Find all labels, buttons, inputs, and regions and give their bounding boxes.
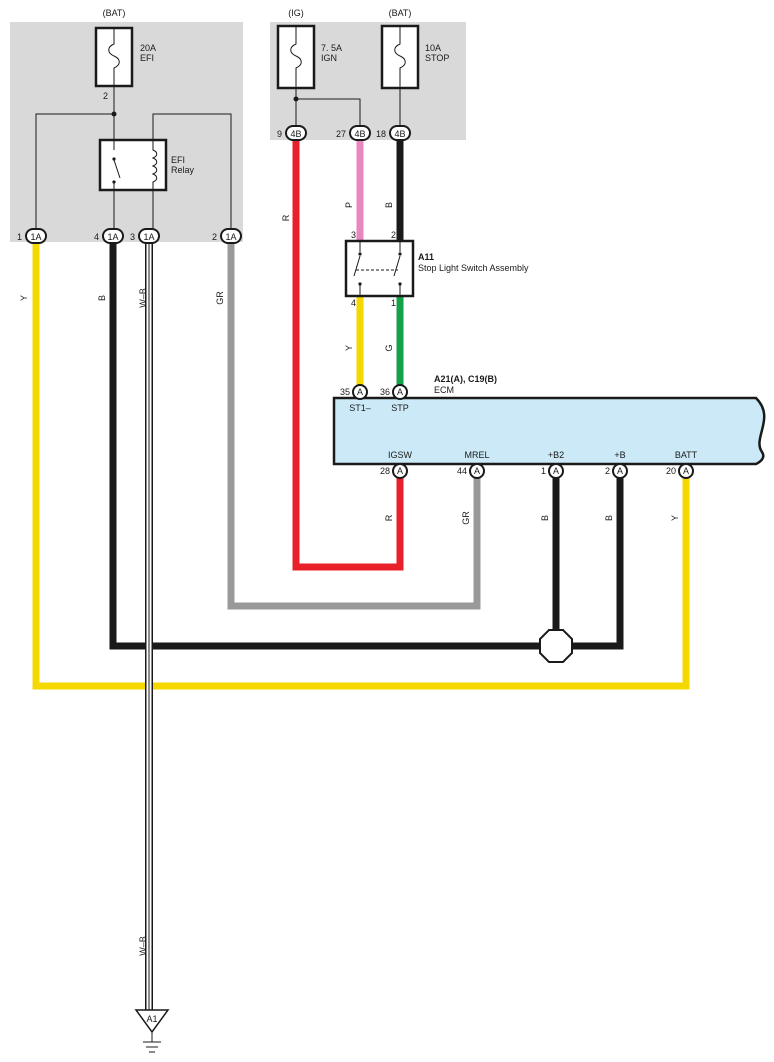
ign-fuse-name: IGN bbox=[321, 53, 337, 63]
ecm-pin-36: A 36 STP bbox=[380, 384, 409, 413]
svg-text:A: A bbox=[397, 387, 403, 397]
ign-supply-label: (IG) bbox=[288, 8, 304, 18]
svg-text:4B: 4B bbox=[394, 129, 405, 139]
efi-relay-label-2: Relay bbox=[171, 165, 195, 175]
wire-label-y-1a: Y bbox=[19, 295, 29, 301]
wire-label-y-switch: Y bbox=[344, 345, 354, 351]
efi-fuse-element bbox=[108, 28, 120, 86]
wire-r-igsw bbox=[292, 140, 404, 571]
efi-fuse-rating: 20A bbox=[140, 43, 156, 53]
switch-id: A11 bbox=[418, 252, 434, 262]
svg-text:1: 1 bbox=[17, 232, 22, 242]
switch-name: Stop Light Switch Assembly bbox=[418, 263, 529, 273]
wire-b-plusb bbox=[572, 478, 624, 650]
ground-point-icon bbox=[134, 1009, 170, 1034]
svg-text:STP: STP bbox=[391, 403, 409, 413]
wire-label-wb-1a: W–B bbox=[138, 288, 148, 308]
wire-b-main bbox=[109, 243, 540, 650]
svg-text:44: 44 bbox=[457, 466, 467, 476]
svg-text:A: A bbox=[397, 466, 403, 476]
efi-relay-icon bbox=[98, 138, 168, 192]
ecm-pin-35: A 35 ST1– bbox=[340, 384, 371, 413]
switch-pin-1: 1 bbox=[391, 298, 396, 308]
svg-text:MREL: MREL bbox=[464, 450, 489, 460]
svg-text:A: A bbox=[553, 466, 559, 476]
wire-label-b2-ecm: B bbox=[540, 515, 550, 521]
connector-1a-pin3: 1A 3 bbox=[130, 228, 160, 244]
ecm-pin-1: +B2 A 1 bbox=[541, 450, 564, 479]
connector-4b-pin18: 4B 18 bbox=[376, 125, 411, 141]
svg-text:2: 2 bbox=[212, 232, 217, 242]
wire-label-gr-ecm: GR bbox=[461, 511, 471, 525]
splice-point bbox=[539, 629, 573, 663]
wire-gr-mrel bbox=[227, 243, 481, 610]
efi-relay-label-1: EFI bbox=[171, 155, 185, 165]
svg-text:1: 1 bbox=[541, 466, 546, 476]
switch-pin-2: 2 bbox=[391, 230, 396, 240]
connector-1a-pin2: 1A 2 bbox=[212, 228, 242, 244]
ecm-pin-44: MREL A 44 bbox=[457, 450, 490, 479]
ecm-pin-20: BATT A 20 bbox=[666, 450, 698, 479]
svg-text:A: A bbox=[357, 387, 363, 397]
svg-text:18: 18 bbox=[376, 129, 386, 139]
svg-text:4B: 4B bbox=[354, 129, 365, 139]
ground-id: A1 bbox=[146, 1014, 157, 1024]
wire-y-batt bbox=[32, 243, 690, 690]
svg-text:2: 2 bbox=[605, 466, 610, 476]
relay-coil-icon bbox=[151, 140, 158, 190]
svg-text:1A: 1A bbox=[143, 232, 154, 242]
ecm-box bbox=[332, 396, 766, 466]
svg-text:1A: 1A bbox=[225, 232, 236, 242]
wire-label-r-4b: R bbox=[281, 214, 291, 221]
efi-fuse-pin: 2 bbox=[103, 91, 108, 101]
wire-label-b-4b: B bbox=[384, 202, 394, 208]
connector-1a-pin1: 1A 1 bbox=[17, 228, 47, 244]
svg-text:+B: +B bbox=[614, 450, 625, 460]
svg-text:A: A bbox=[474, 466, 480, 476]
ign-fuse-rating: 7. 5A bbox=[321, 43, 342, 53]
svg-text:BATT: BATT bbox=[675, 450, 698, 460]
svg-text:4B: 4B bbox=[290, 129, 301, 139]
efi-supply-label: (BAT) bbox=[103, 8, 126, 18]
connector-4b-pin9: 4B 9 bbox=[277, 125, 307, 141]
wire-label-b-ecm: B bbox=[604, 515, 614, 521]
efi-fuse-name: EFI bbox=[140, 53, 154, 63]
ecm-id: A21(A), C19(B) bbox=[434, 374, 497, 384]
svg-text:3: 3 bbox=[130, 232, 135, 242]
svg-text:20: 20 bbox=[666, 466, 676, 476]
ecm-pin-28: IGSW A 28 bbox=[380, 450, 413, 479]
svg-text:A: A bbox=[683, 466, 689, 476]
svg-text:28: 28 bbox=[380, 466, 390, 476]
ecm-name: ECM bbox=[434, 385, 454, 395]
svg-text:ST1–: ST1– bbox=[349, 403, 371, 413]
svg-text:27: 27 bbox=[336, 129, 346, 139]
connector-4b-pin27: 4B 27 bbox=[336, 125, 371, 141]
svg-text:A: A bbox=[617, 466, 623, 476]
stop-fuse-rating: 10A bbox=[425, 43, 441, 53]
wire-label-wb-ground: W–B bbox=[138, 936, 148, 956]
svg-text:4: 4 bbox=[94, 232, 99, 242]
wire-label-b-1a: B bbox=[97, 295, 107, 301]
wire-label-p-4b: P bbox=[344, 202, 354, 208]
svg-text:35: 35 bbox=[340, 387, 350, 397]
svg-text:IGSW: IGSW bbox=[388, 450, 413, 460]
stop-supply-label: (BAT) bbox=[389, 8, 412, 18]
wire-label-g-switch: G bbox=[384, 344, 394, 351]
svg-text:36: 36 bbox=[380, 387, 390, 397]
svg-text:1A: 1A bbox=[30, 232, 41, 242]
wire-label-y-ecm: Y bbox=[670, 515, 680, 521]
ecm-pin-2: +B A 2 bbox=[605, 450, 628, 479]
wire-label-r-ecm: R bbox=[384, 514, 394, 521]
svg-text:+B2: +B2 bbox=[548, 450, 564, 460]
stop-fuse-name: STOP bbox=[425, 53, 449, 63]
wire-label-gr-1a: GR bbox=[215, 291, 225, 305]
connector-1a-pin4: 1A 4 bbox=[94, 228, 124, 244]
switch-pin-4: 4 bbox=[351, 298, 356, 308]
stop-light-switch-icon bbox=[344, 239, 415, 298]
switch-pin-3: 3 bbox=[351, 230, 356, 240]
ground-symbol-icon bbox=[143, 1032, 161, 1053]
svg-text:1A: 1A bbox=[107, 232, 118, 242]
svg-text:9: 9 bbox=[277, 129, 282, 139]
